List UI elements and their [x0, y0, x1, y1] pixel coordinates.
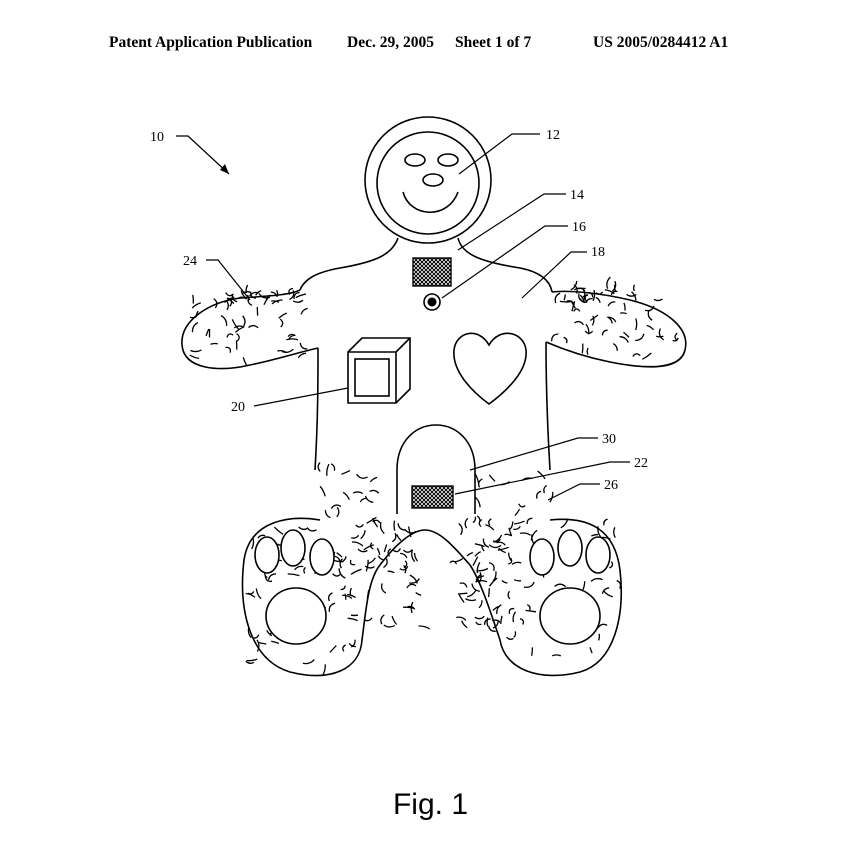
button-center-16 [427, 297, 437, 307]
left-foot-pads [254, 529, 335, 645]
ref-30: 30 [602, 432, 616, 447]
right-foot-pads [529, 529, 611, 645]
left-arm-outline [181, 289, 319, 370]
sheet-number: Sheet 1 of 7 [455, 34, 532, 51]
left-leg-outline [241, 517, 426, 677]
ref-12: 12 [546, 128, 560, 143]
patent-header: Patent Application Publication Dec. 29, … [0, 34, 861, 56]
ref-18: 18 [591, 245, 605, 260]
leader-lines [176, 133, 630, 501]
ref-14: 14 [570, 188, 584, 203]
torso-outline [299, 237, 553, 471]
ref-26: 26 [604, 478, 618, 493]
publication-date: Dec. 29, 2005 [347, 34, 434, 51]
right-arm-outline [545, 290, 687, 368]
lower-grille-22 [411, 485, 454, 509]
box-compartment-20 [347, 337, 411, 404]
right-eye [437, 153, 459, 167]
ref-20: 20 [231, 400, 245, 415]
figure-caption: Fig. 1 [392, 788, 469, 821]
head-outer-outline [364, 116, 492, 244]
left-eye [404, 153, 426, 167]
arrowhead-10 [220, 164, 229, 174]
ref-24: 24 [183, 254, 197, 269]
publication-title: Patent Application Publication [109, 34, 313, 51]
smiley-face [402, 153, 459, 214]
face-panel [376, 131, 480, 235]
toy-body-outline [181, 116, 687, 677]
nose [422, 173, 444, 187]
heart-18 [453, 332, 527, 405]
ref-22: 22 [634, 456, 648, 471]
right-arm-fur-texture [551, 276, 679, 360]
smile-mouth [402, 191, 459, 214]
ref-16: 16 [572, 220, 586, 235]
right-leg-outline [424, 518, 623, 677]
speaker-grille-14 [412, 257, 452, 287]
publication-number: US 2005/0284412 A1 [593, 34, 729, 51]
ref-10: 10 [150, 130, 164, 145]
